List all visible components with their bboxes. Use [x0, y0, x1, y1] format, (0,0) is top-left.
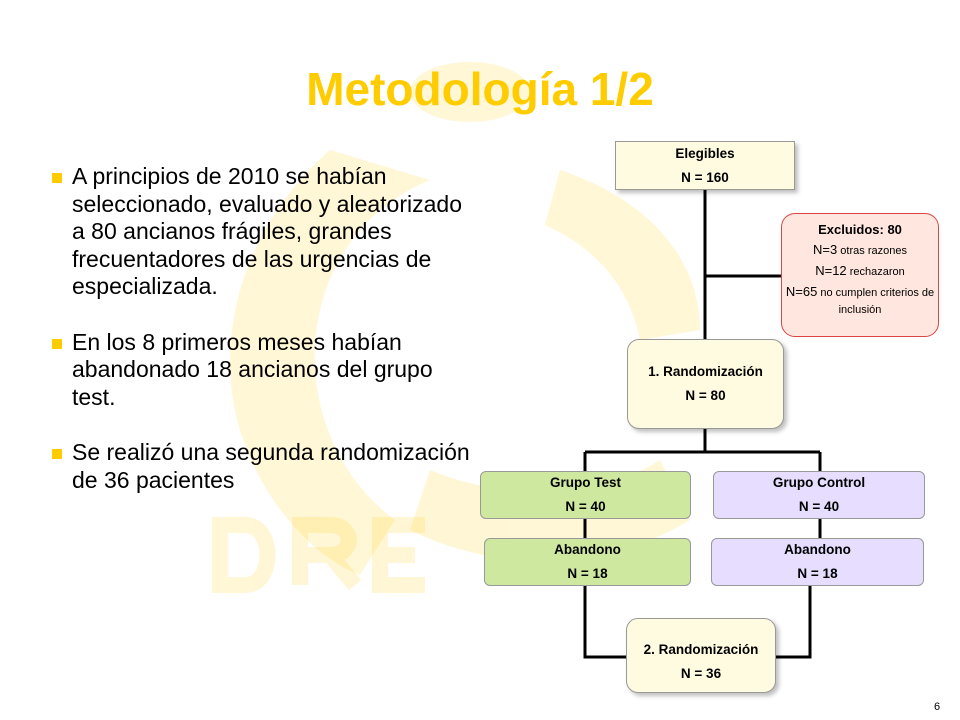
grupo-test-count: N = 40: [565, 499, 606, 514]
bullet-text: A principios de 2010 se habían seleccion…: [72, 163, 462, 299]
abandono-test-label: Abandono: [554, 542, 621, 557]
bullet-item: Se realizó una segunda randomización de …: [52, 439, 472, 494]
grupo-test-box: Grupo Test N = 40: [480, 471, 691, 519]
excluidos-reason-1: N=3 otras razones: [813, 242, 907, 257]
bullet-text: Se realizó una segunda randomización de …: [72, 439, 470, 493]
grupo-test-label: Grupo Test: [549, 475, 621, 490]
bullet-item: A principios de 2010 se habían seleccion…: [52, 163, 472, 301]
bullet-list: A principios de 2010 se habían seleccion…: [52, 163, 472, 522]
elegibles-box: Elegibles N = 160: [615, 141, 795, 190]
abandono-control-count: N = 18: [797, 566, 838, 581]
abandono-control-box: Abandono N = 18: [711, 538, 924, 586]
bullet-text: En los 8 primeros meses habían abandonad…: [72, 328, 433, 410]
elegibles-label: Elegibles: [675, 145, 735, 161]
randomizacion-1-label: 1. Randomización: [648, 364, 763, 379]
grupo-control-label: Grupo Control: [772, 475, 866, 490]
bullet-square-icon: [52, 449, 62, 459]
excluidos-title: Excluidos: 80: [818, 222, 902, 237]
randomizacion-2-box: 2. Randomización N = 36: [626, 618, 776, 693]
abandono-control-label: Abandono: [784, 542, 851, 557]
bullet-square-icon: [52, 173, 62, 183]
excluidos-reason-3: N=65 no cumplen criterios de inclusión: [785, 284, 935, 316]
randomizacion-1-box: 1. Randomización N = 80: [627, 339, 784, 429]
elegibles-count: N = 160: [681, 169, 729, 185]
abandono-test-box: Abandono N = 18: [484, 538, 691, 586]
randomizacion-2-label: 2. Randomización: [643, 642, 759, 657]
randomizacion-1-count: N = 80: [685, 388, 726, 403]
excluidos-reason-2: N=12 rechazaron: [815, 263, 905, 278]
grupo-control-count: N = 40: [798, 499, 840, 514]
bullet-square-icon: [52, 338, 62, 349]
grupo-control-box: Grupo Control N = 40: [713, 471, 925, 519]
slide-title: Metodología 1/2: [306, 63, 654, 115]
page-number: 6: [934, 701, 941, 713]
abandono-test-count: N = 18: [567, 566, 608, 581]
excluidos-box: Excluidos: 80 N=3 otras razones N=12 rec…: [781, 213, 939, 337]
randomizacion-2-count: N = 36: [680, 666, 722, 681]
bullet-item: En los 8 primeros meses habían abandonad…: [52, 329, 472, 412]
